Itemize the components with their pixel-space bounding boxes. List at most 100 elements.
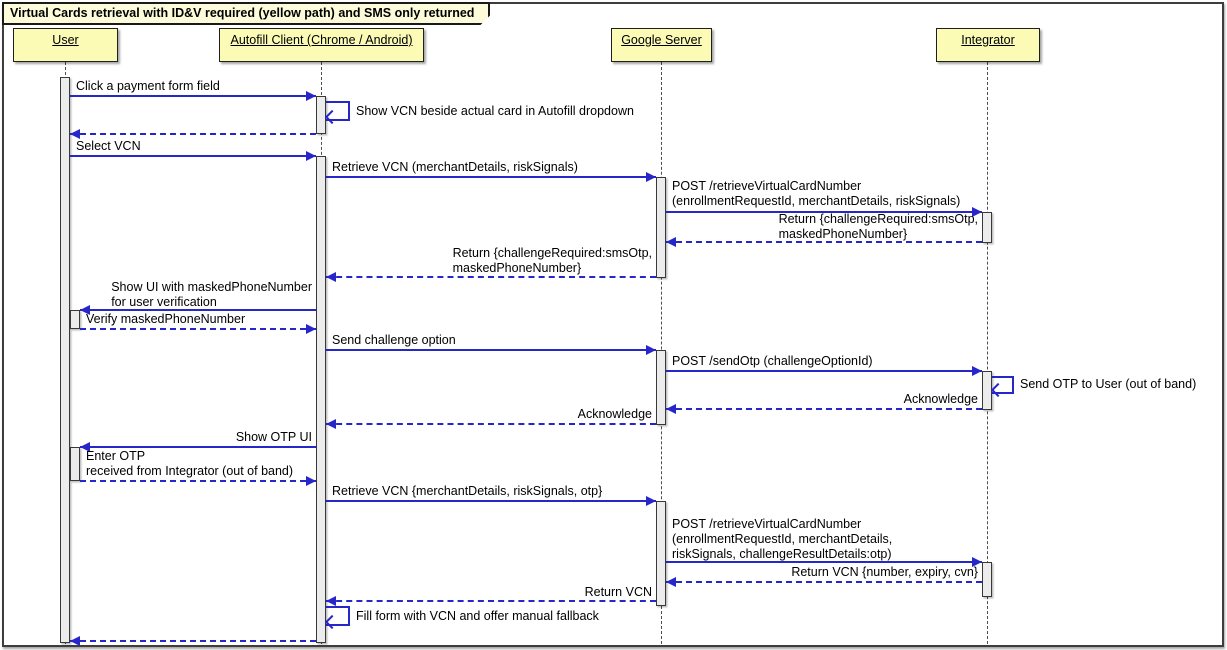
diagram-title: Virtual Cards retrieval with ID&V requir… (10, 6, 475, 20)
arrowhead-verify-masked-phone (306, 324, 316, 334)
participant-user: User (13, 28, 118, 62)
activation-integrator-retrieve-2 (982, 562, 992, 597)
arrowhead-retrieve-vcn-1 (646, 172, 656, 182)
activation-autofill-dropdown (316, 96, 326, 134)
lifeline-integrator (987, 62, 988, 644)
message-label-line: Return {challengeRequired:smsOtp, (778, 212, 978, 226)
message-label-line: (enrollmentRequestId, merchantDetails, r… (672, 194, 961, 208)
message-label-retrieve-vcn-2: Retrieve VCN {merchantDetails, riskSigna… (332, 484, 602, 499)
message-label-post-send-otp: POST /sendOtp (challengeOptionId) (672, 354, 873, 369)
activation-user-verify-phone (70, 310, 80, 329)
message-label-line: maskedPhoneNumber} (452, 261, 582, 275)
activation-google-send-otp (656, 350, 666, 425)
activation-autofill-main (316, 156, 326, 643)
participant-label-integrator: Integrator (961, 33, 1015, 47)
message-label-line: POST /retrieveVirtualCardNumber (672, 517, 862, 531)
message-label-post-retrieve-vcn-1: POST /retrieveVirtualCardNumber(enrollme… (672, 179, 960, 209)
message-line-retrieve-vcn-1 (326, 176, 656, 178)
message-label-line: Enter OTP (86, 449, 146, 463)
arrowhead-return-vcn-integrator (666, 577, 676, 587)
participant-autofill-client: Autofill Client (Chrome / Android) (219, 28, 424, 62)
message-line-show-ui-masked-phone (80, 309, 316, 311)
arrowhead-click-payment-field (306, 91, 316, 101)
message-label-line: maskedPhoneNumber} (778, 227, 908, 241)
message-label-line: Click a payment form field (76, 79, 220, 93)
participant-integrator: Integrator (936, 28, 1040, 62)
activation-google-retrieve-1 (656, 177, 666, 278)
message-label-line: Verify maskedPhoneNumber (86, 312, 246, 326)
message-label-line: Show VCN beside actual card in Autofill … (356, 104, 634, 118)
arrowhead-post-retrieve-vcn-1 (972, 207, 982, 217)
message-label-line: (enrollmentRequestId, merchantDetails, (672, 532, 893, 546)
message-line-post-retrieve-vcn-1 (666, 211, 982, 213)
message-label-line: Return {challengeRequired:smsOtp, (452, 246, 652, 260)
message-line-return-challenge-required-google (326, 276, 656, 278)
message-label-line: Fill form with VCN and offer manual fall… (356, 609, 599, 623)
message-line-show-otp-ui (80, 446, 316, 448)
self-message-show-vcn-dropdown (326, 101, 350, 121)
message-label-return-challenge-required-google: Return {challengeRequired:smsOtp,maskedP… (453, 246, 652, 276)
message-label-line: Send challenge option (332, 333, 456, 347)
message-line-return-vcn-integrator (666, 581, 982, 583)
message-label-line: POST /retrieveVirtualCardNumber (672, 179, 862, 193)
message-label-line: Return VCN (584, 585, 652, 599)
message-label-show-vcn-dropdown: Show VCN beside actual card in Autofill … (356, 104, 634, 119)
message-line-enter-otp (80, 480, 316, 482)
message-label-line: riskSignals, challengeResultDetails:otp) (672, 547, 892, 561)
message-label-line: Show UI with maskedPhoneNumber (111, 280, 312, 294)
participant-label-autofill-client: Autofill Client (Chrome / Android) (230, 33, 413, 47)
message-label-line: Retrieve VCN (merchantDetails, riskSigna… (332, 160, 578, 174)
message-label-select-vcn: Select VCN (76, 139, 141, 154)
arrowhead-acknowledge-google (326, 419, 336, 429)
message-line-select-vcn (70, 155, 316, 157)
arrowhead-return-challenge-required-integrator (666, 237, 676, 247)
participant-label-user: User (52, 33, 79, 47)
message-label-line: Return VCN {number, expiry, cvn} (791, 565, 978, 579)
activation-integrator-retrieve-1 (982, 212, 992, 243)
message-label-click-payment-field: Click a payment form field (76, 79, 220, 94)
message-label-post-retrieve-vcn-2: POST /retrieveVirtualCardNumber(enrollme… (672, 517, 892, 562)
activation-google-retrieve-2 (656, 501, 666, 606)
message-line-retrieve-vcn-2 (326, 500, 656, 502)
message-label-line: Retrieve VCN {merchantDetails, riskSigna… (332, 484, 603, 498)
message-line-acknowledge-google (326, 423, 656, 425)
message-label-send-challenge-option: Send challenge option (332, 333, 456, 348)
arrowhead-send-challenge-option (646, 345, 656, 355)
message-label-line: Select VCN (76, 139, 141, 153)
participant-google-server: Google Server (611, 28, 712, 62)
arrowhead-return-to-user-2 (70, 636, 80, 646)
message-label-verify-masked-phone: Verify maskedPhoneNumber (86, 312, 245, 327)
message-label-line: POST /sendOtp (challengeOptionId) (672, 354, 873, 368)
message-label-line: Acknowledge (903, 392, 978, 406)
message-line-return-to-user-2 (70, 640, 316, 642)
message-line-return-challenge-required-integrator (666, 241, 982, 243)
message-label-line: received from Integrator (out of band) (86, 464, 294, 478)
arrowhead-return-to-user-1 (70, 129, 80, 139)
message-line-verify-masked-phone (80, 328, 316, 330)
message-label-line: for user verification (111, 295, 217, 309)
message-line-send-challenge-option (326, 349, 656, 351)
message-label-line: Show OTP UI (235, 430, 312, 444)
message-label-fill-form-fallback: Fill form with VCN and offer manual fall… (356, 609, 599, 624)
self-message-send-otp-out-of-band (992, 376, 1014, 394)
message-label-return-challenge-required-integrator: Return {challengeRequired:smsOtp,maskedP… (779, 212, 978, 242)
message-line-acknowledge-integrator (666, 408, 982, 410)
message-label-return-vcn-google: Return VCN (585, 585, 652, 600)
activation-user-enter-otp (70, 447, 80, 481)
arrowhead-post-send-otp (972, 366, 982, 376)
message-label-acknowledge-google: Acknowledge (578, 407, 652, 422)
participant-label-google-server: Google Server (621, 33, 702, 47)
message-line-return-vcn-google (326, 600, 656, 602)
arrowhead-show-ui-masked-phone (80, 305, 90, 315)
arrowhead-acknowledge-integrator (666, 404, 676, 414)
message-label-send-otp-out-of-band: Send OTP to User (out of band) (1020, 377, 1196, 392)
message-label-acknowledge-integrator: Acknowledge (904, 392, 978, 407)
arrowhead-select-vcn (306, 151, 316, 161)
arrowhead-post-retrieve-vcn-2 (972, 557, 982, 567)
message-line-click-payment-field (70, 95, 316, 97)
message-line-post-send-otp (666, 370, 982, 372)
message-label-retrieve-vcn-1: Retrieve VCN (merchantDetails, riskSigna… (332, 160, 578, 175)
